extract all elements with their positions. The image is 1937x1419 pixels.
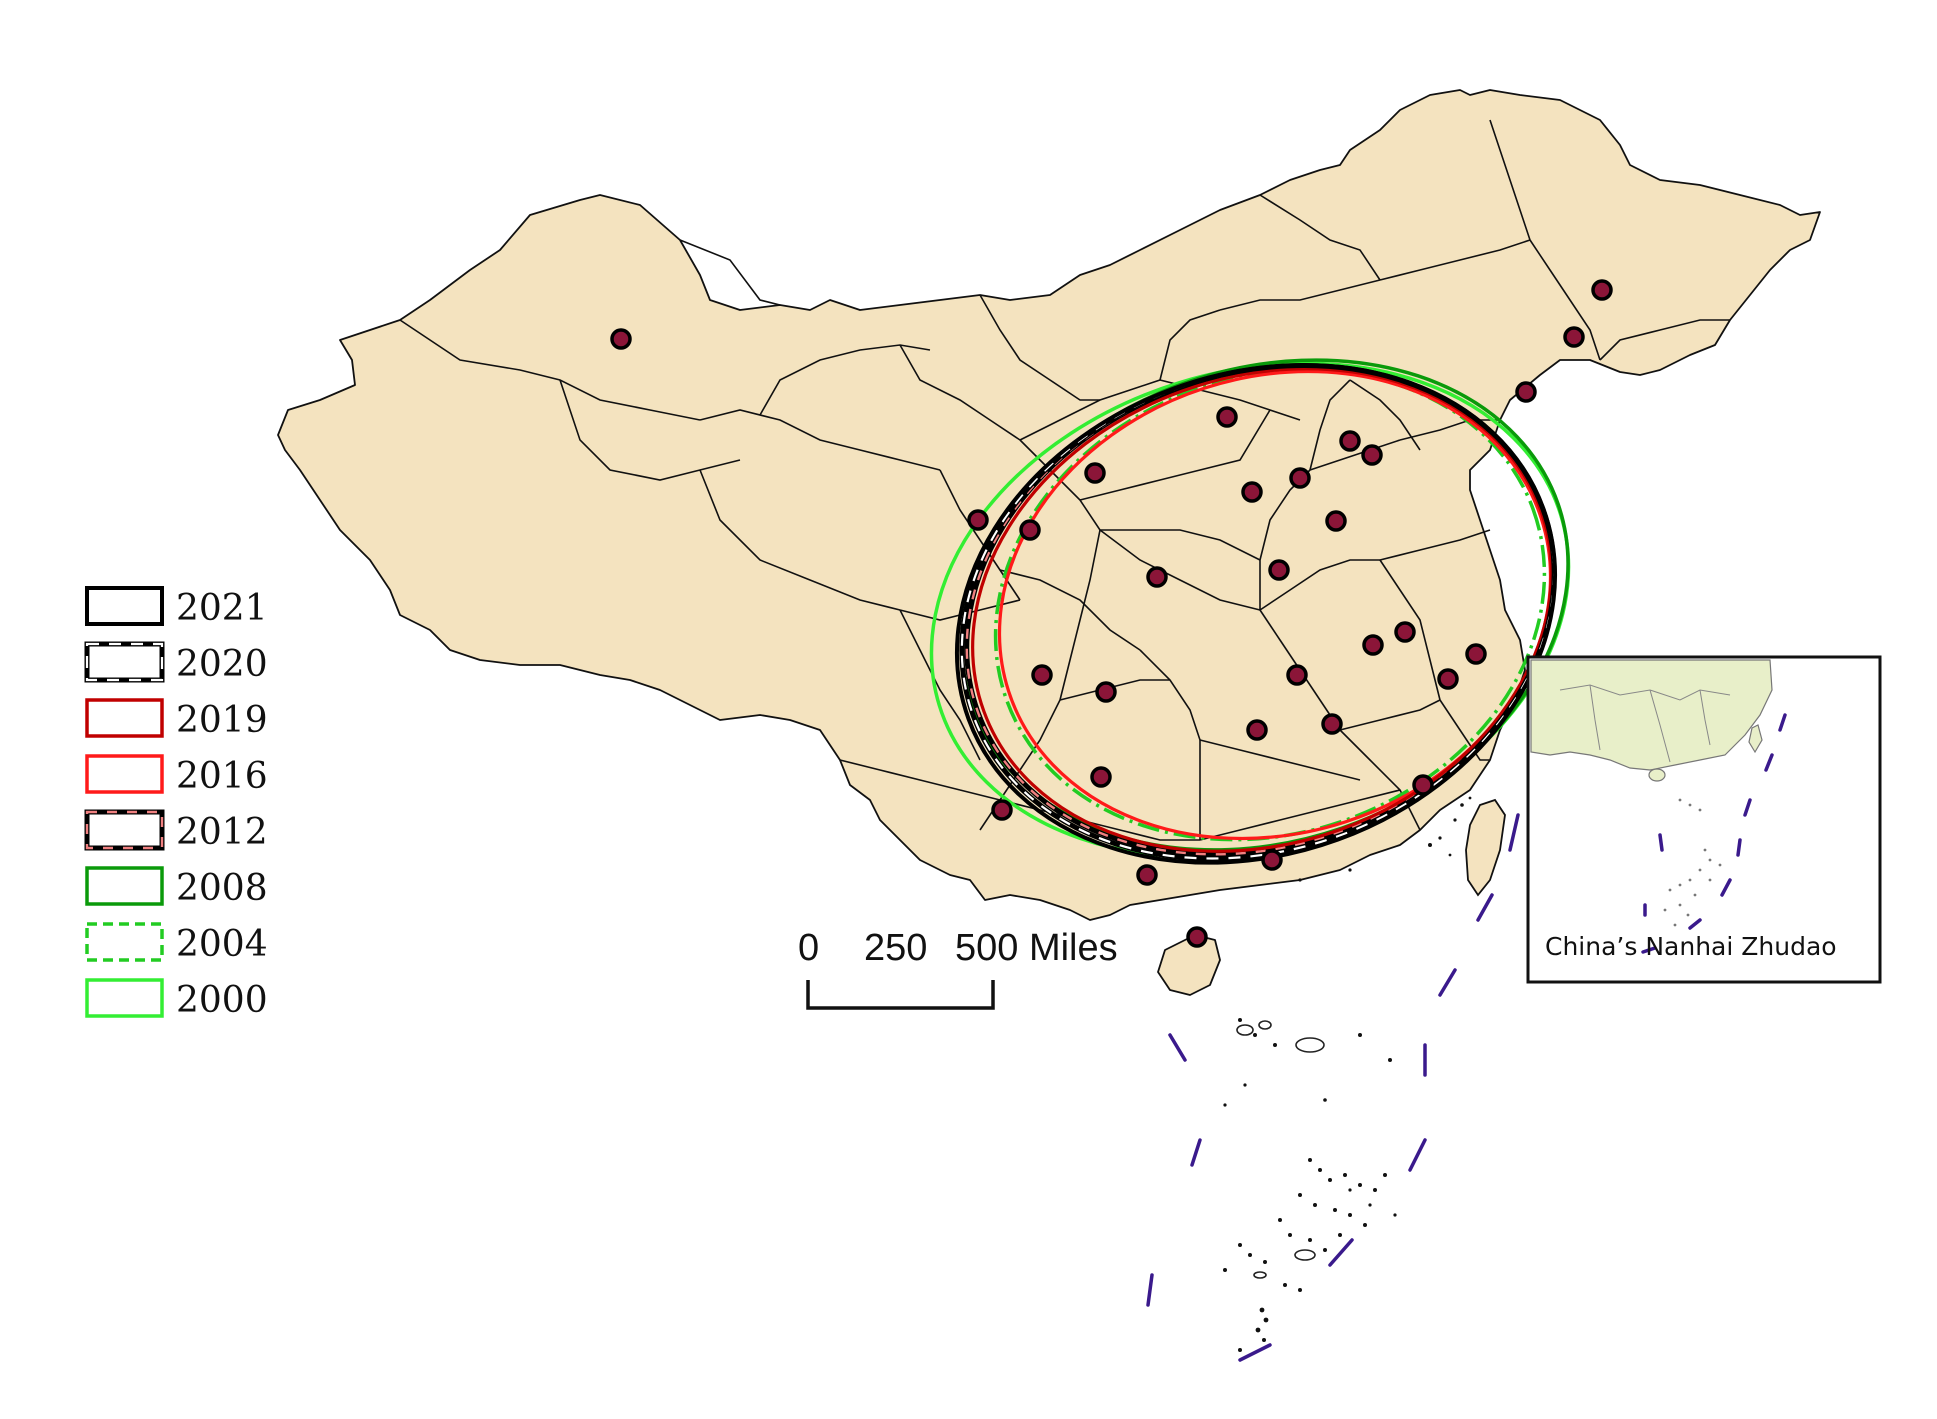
city-point bbox=[991, 799, 1013, 821]
city-point bbox=[1321, 713, 1343, 735]
legend-item-2000: 2000 bbox=[85, 978, 268, 1021]
inset-caption: China’s Nanhai Zhudao bbox=[1545, 932, 1837, 961]
legend-label: 2019 bbox=[176, 700, 268, 741]
city-point bbox=[1286, 664, 1308, 686]
city-point bbox=[1339, 430, 1361, 452]
city-point bbox=[1361, 444, 1383, 466]
legend-item-2004: 2004 bbox=[85, 922, 268, 965]
scale-label-500: 500 Miles bbox=[955, 927, 1118, 969]
city-point bbox=[1325, 510, 1347, 532]
nine-dash-line bbox=[1146, 813, 1520, 1362]
scale-label-0: 0 bbox=[798, 927, 819, 969]
legend-label: 2008 bbox=[176, 868, 268, 909]
legend-label: 2020 bbox=[176, 644, 268, 685]
legend-item-2008: 2008 bbox=[85, 866, 268, 909]
city-point bbox=[1563, 326, 1585, 348]
city-point bbox=[1090, 766, 1112, 788]
ellipse-2021 bbox=[954, 363, 1558, 865]
taiwan-island bbox=[1465, 798, 1506, 897]
scale-bar: 0 250 500 Miles bbox=[798, 927, 1118, 1010]
city-point bbox=[1246, 719, 1268, 741]
city-point bbox=[1241, 481, 1263, 503]
legend-item-2016: 2016 bbox=[85, 754, 268, 797]
city-point bbox=[1146, 566, 1168, 588]
south-sea-islands bbox=[1223, 1018, 1397, 1352]
ellipse-2016 bbox=[997, 369, 1553, 841]
china-mainland bbox=[277, 89, 1821, 921]
legend-item-2021: 2021 bbox=[85, 586, 268, 629]
legend-item-2012: 2012 bbox=[84, 809, 268, 853]
city-points bbox=[610, 279, 1613, 948]
legend-item-2020: 2020 bbox=[84, 641, 268, 685]
coastal-islets bbox=[1298, 796, 1472, 882]
city-point bbox=[1186, 926, 1208, 948]
city-point bbox=[1031, 664, 1053, 686]
scale-label-250: 250 bbox=[864, 927, 927, 969]
legend-label: 2016 bbox=[176, 756, 268, 797]
city-point bbox=[1412, 774, 1434, 796]
city-point bbox=[1268, 559, 1290, 581]
legend-label: 2004 bbox=[176, 924, 268, 965]
legend: 2021 2020 2019 2016 2012 2008 2004 bbox=[84, 586, 268, 1021]
city-point bbox=[1136, 864, 1158, 886]
ellipses bbox=[929, 358, 1571, 865]
ellipse-2004 bbox=[993, 368, 1547, 842]
city-point bbox=[1289, 467, 1311, 489]
city-point bbox=[1465, 643, 1487, 665]
city-point bbox=[1216, 406, 1238, 428]
inset-land bbox=[1530, 659, 1773, 771]
city-point bbox=[1261, 849, 1283, 871]
inset-map: China’s Nanhai Zhudao bbox=[1526, 655, 1882, 984]
city-point bbox=[1515, 381, 1537, 403]
city-point bbox=[1591, 279, 1613, 301]
city-point bbox=[1394, 621, 1416, 643]
city-point bbox=[1362, 634, 1384, 656]
city-point bbox=[967, 509, 989, 531]
legend-label: 2012 bbox=[176, 812, 268, 853]
city-point bbox=[1095, 681, 1117, 703]
legend-label: 2000 bbox=[176, 980, 268, 1021]
city-point bbox=[1019, 519, 1041, 541]
ellipse-2019 bbox=[971, 367, 1553, 853]
legend-label: 2021 bbox=[176, 588, 268, 629]
city-point bbox=[1437, 668, 1459, 690]
city-point bbox=[1084, 462, 1106, 484]
legend-item-2019: 2019 bbox=[85, 698, 268, 741]
city-point bbox=[610, 328, 632, 350]
